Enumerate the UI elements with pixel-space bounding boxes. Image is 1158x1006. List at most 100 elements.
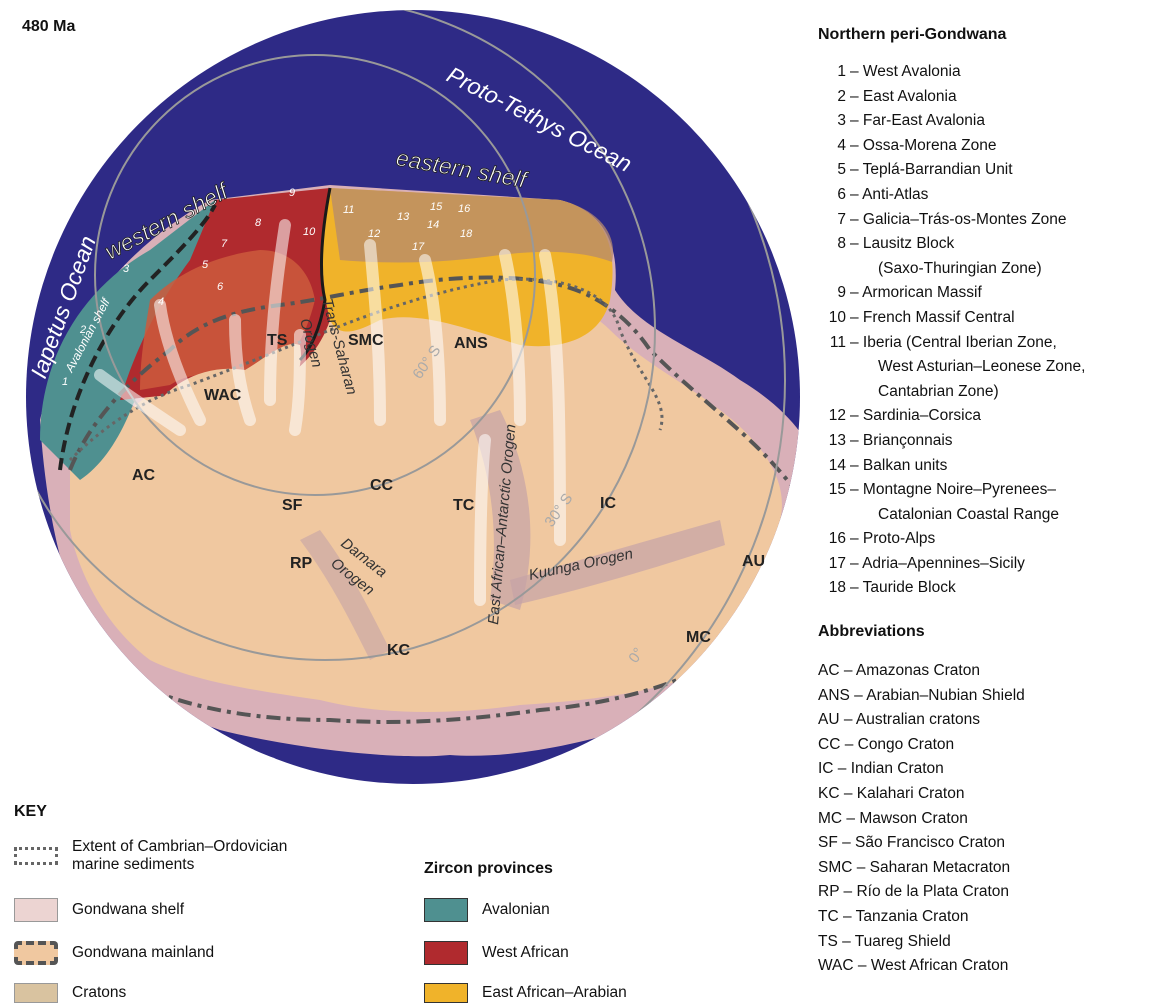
terrane-number: 3 [123,263,130,275]
avalonian-label: Avalonian [482,901,550,918]
terrane-number: 13 [397,211,410,223]
northern-item-text: – Montagne Noire–Pyrenees– [850,481,1056,499]
craton-belt-damara [300,530,390,660]
northern-list-item: 15– Montagne Noire–Pyrenees– [818,478,1153,503]
northern-list-item: 18– Tauride Block [818,576,1153,601]
terrane-number: 10 [303,226,316,238]
northern-item-text: Catalonian Coastal Range [878,505,1059,523]
terrane-number: 6 [217,281,224,293]
marine-sediments-label-1: Extent of Cambrian–Ordovician [72,838,288,855]
northern-item-text: – Galicia–Trás-os-Montes Zone [850,210,1067,228]
abbreviation-item: AU – Australian cratons [818,711,980,729]
northern-item-number: 4 [837,136,846,154]
terrane-number: 14 [427,219,439,231]
marine-sediments-label-2: marine sediments [72,856,195,873]
arrow [364,239,386,426]
key-west-african: West African [424,941,569,965]
abbreviation-item: SMC – Saharan Metacraton [818,858,1011,876]
northern-item-text: – Proto-Alps [850,530,936,548]
northern-item-number: 14 [828,456,846,474]
craton-label-mc: MC [686,629,711,646]
arrow [289,329,306,436]
arrow [539,249,566,546]
cratons-swatch [14,983,58,1003]
marine-sediments-swatch [14,847,58,865]
northern-item-text: – French Massif Central [850,308,1015,326]
craton-belt-kuunga [510,520,725,605]
northern-list-item: (Saxo-Thuringian Zone) [818,257,1153,282]
northern-list-item: 1– West Avalonia [818,60,1153,85]
terrane-number: 12 [368,228,380,240]
northern-list-item: 16– Proto-Alps [818,527,1153,552]
arrow [154,299,206,426]
west-african-swatch [424,941,468,965]
craton-label-wac: WAC [204,387,242,404]
craton-label-au: AU [742,553,765,570]
northern-list-item: 12– Sardinia–Corsica [818,404,1153,429]
northern-item-number: 1 [837,63,846,80]
east-african-arabian-label: East African–Arabian [482,984,627,1001]
northern-item-text: – West Avalonia [850,63,961,80]
provenance-arrows [94,219,566,606]
key-east-african-arabian: East African–Arabian [424,983,627,1003]
northern-item-number: 8 [837,235,846,253]
craton-label-tc: TC [453,497,475,514]
northern-item-text: – Teplá-Barrandian Unit [850,161,1013,179]
arrow [229,314,256,426]
avalonian-swatch [424,898,468,922]
key-cratons: Cratons [14,983,126,1003]
northern-item-number: 9 [837,284,846,302]
northern-item-number: 17 [828,554,846,572]
eastern-shelf-overlay [330,188,614,263]
terrane-number: 7 [221,238,228,250]
arrow [264,219,291,406]
northern-list-item: 5– Teplá-Barrandian Unit [818,158,1153,183]
northern-item-number: 15 [828,481,846,499]
marine-sediment-extent [68,277,664,462]
abbreviations-heading: Abbreviations [818,623,925,641]
avalonian-province [40,200,225,480]
gondwana-mainland-boundary-south [149,668,701,724]
latitude-circle-0 [26,10,786,784]
northern-list-item: 14– Balkan units [818,454,1153,479]
terrane-number: 4 [158,296,164,308]
gondwana-shelf-label: Gondwana shelf [72,901,185,918]
northern-list-item: 9– Armorican Massif [818,281,1153,306]
northern-item-text: Cantabrian Zone) [878,382,999,400]
marine-sediments-text: Extent of Cambrian–Ordovician marine sed… [72,838,287,874]
key-gondwana-mainland: Gondwana mainland [14,941,214,965]
northern-list-item: 3– Far-East Avalonia [818,109,1153,134]
arrow [499,249,526,426]
terrane-number: 1 [62,376,68,388]
avalonia-margin [58,204,217,471]
terrane-number: 17 [412,241,425,253]
terrane-number: 15 [430,201,443,213]
abbreviation-item: MC – Mawson Craton [818,809,968,827]
terrane-number: 2 [79,324,86,336]
arrow [94,369,186,436]
key-marine-sediments: Extent of Cambrian–Ordovician marine sed… [14,838,287,874]
northern-list-item: 13– Briançonnais [818,429,1153,454]
northern-item-text: – Ossa-Morena Zone [850,136,997,154]
trans-saharan-boundary [298,187,332,362]
northern-list-item: 11– Iberia (Central Iberian Zone, [818,331,1153,356]
northern-list-item: Catalonian Coastal Range [818,503,1153,528]
northern-list-item: 4– Ossa-Morena Zone [818,134,1153,159]
craton-label-ac: AC [132,467,156,484]
west-african-label: West African [482,944,569,961]
northern-item-number: 5 [837,161,846,179]
gondwana-shelf-swatch [14,898,58,922]
abbreviation-item: ANS – Arabian–Nubian Shield [818,686,1025,704]
northern-list-item: 8– Lausitz Block [818,232,1153,257]
abbreviation-item: AC – Amazonas Craton [818,662,980,680]
key-gondwana-shelf: Gondwana shelf [14,898,184,922]
terrane-number: 9 [289,187,295,199]
latitude-circle-30 [26,10,656,661]
northern-item-number: 11 [829,333,846,351]
northern-item-number: 12 [828,407,846,425]
terrane-number: 16 [458,203,471,215]
craton-label-ans: ANS [454,335,488,352]
abbreviation-item: TS – Tuareg Shield [818,932,951,950]
